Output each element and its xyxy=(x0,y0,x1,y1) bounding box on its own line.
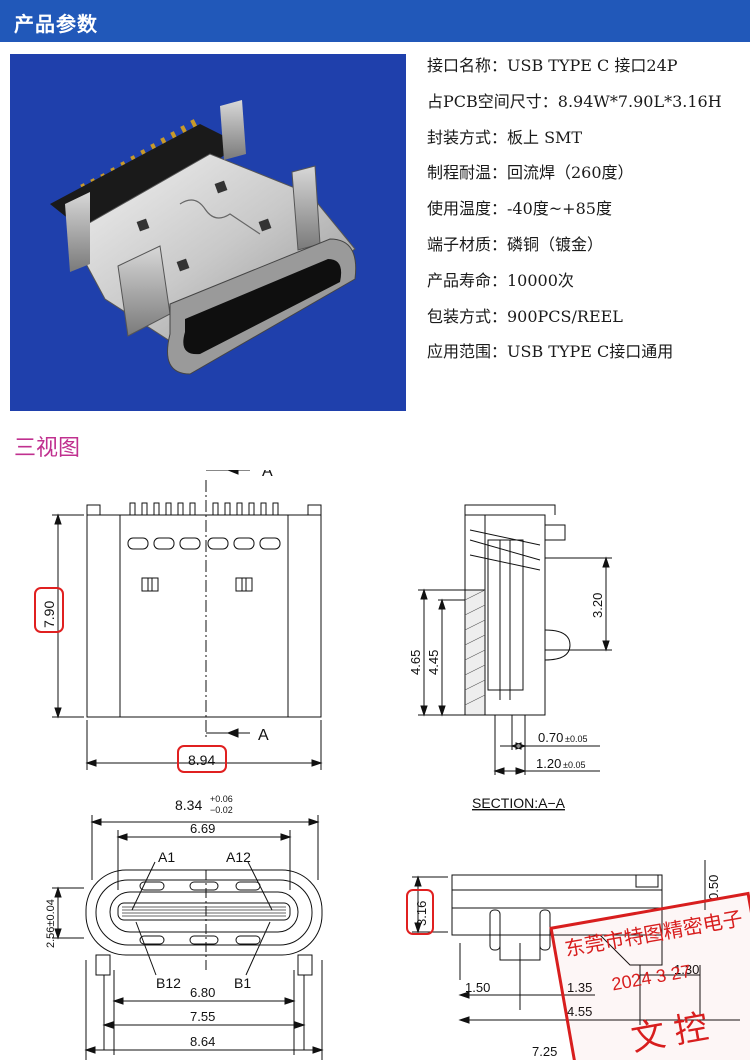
profile-view xyxy=(412,860,740,1025)
shell-window xyxy=(136,218,150,232)
shell-window xyxy=(176,258,190,272)
dim-7-25: 7.25 xyxy=(532,1044,557,1059)
spec-item: 使用温度：-40度~+85度 xyxy=(427,199,612,219)
dim-1-20: 1.20 xyxy=(536,756,561,771)
dim-8-64: 8.64 xyxy=(190,1034,215,1049)
highlight-width xyxy=(177,745,227,773)
product-photo xyxy=(10,54,406,411)
housing-body xyxy=(50,124,240,244)
spec-item: 包装方式：900PCS/REEL xyxy=(427,306,623,326)
label-a12: A12 xyxy=(226,849,251,865)
spec-item: 占PCB空间尺寸：8.94W*7.90L*3.16H xyxy=(427,91,722,111)
spec-item: 产品寿命：10000次 xyxy=(427,270,574,290)
tol-0-70: ±0.05 xyxy=(565,734,587,744)
tol-8-34-minus: −0.02 xyxy=(210,805,233,815)
front-view xyxy=(52,815,324,1060)
right-leg xyxy=(220,100,246,160)
port-opening xyxy=(183,259,342,355)
highlight-length xyxy=(34,587,64,633)
specs-list: 接口名称：USB TYPE C 接口24P 占PCB空间尺寸：8.94W*7.9… xyxy=(427,52,747,374)
dim-4-55: 4.55 xyxy=(567,1004,592,1019)
shell-window xyxy=(258,218,272,232)
side-view-hatch xyxy=(464,589,486,706)
shell-seam xyxy=(179,199,261,235)
dim-1-30: 1.30 xyxy=(674,962,699,977)
dim-4-65: 4.65 xyxy=(408,650,423,675)
left-leg xyxy=(65,192,90,272)
stamp-border xyxy=(549,891,750,1060)
dim-3-16: 3.16 xyxy=(414,901,429,926)
dim-1-35: 1.35 xyxy=(567,980,592,995)
label-b12: B12 xyxy=(156,975,181,991)
spec-item: 应用范围：USB TYPE C接口通用 xyxy=(427,342,674,362)
tol-1-20: ±0.05 xyxy=(563,760,585,770)
dim-4-45: 4.45 xyxy=(426,650,441,675)
dim-0-50: 0.50 xyxy=(706,875,721,900)
label-b1: B1 xyxy=(234,975,251,991)
spec-item: 端子材质：磷铜（镀金） xyxy=(427,234,604,254)
highlight-boxes xyxy=(34,587,434,935)
technical-drawings: A A 7.90 8.94 4.65 4.45 3.20 0.70 ±0.05 … xyxy=(34,470,750,1060)
section-header: 产品参数 xyxy=(0,0,750,42)
section-header-title: 产品参数 xyxy=(14,12,98,36)
spec-item: 接口名称：USB TYPE C 接口24P xyxy=(427,56,678,75)
spec-item: 制程耐温：回流焊（260度） xyxy=(427,163,634,183)
dim-3-20: 3.20 xyxy=(590,593,605,618)
dim-8-34: 8.34 xyxy=(175,797,202,813)
dim-width: 8.94 xyxy=(188,752,215,768)
shell-window xyxy=(214,180,228,194)
section-mark-bottom: A xyxy=(258,727,269,744)
top-view-pins xyxy=(129,502,279,516)
dim-6-80: 6.80 xyxy=(190,985,215,1000)
section-title: 三视图 xyxy=(14,436,81,461)
tol-8-34-plus: +0.06 xyxy=(210,794,233,804)
dim-length: 7.90 xyxy=(41,601,57,628)
side-view xyxy=(418,504,612,775)
section-label: SECTION:A−A xyxy=(472,795,566,811)
dim-2-56: 2.56±0.04 xyxy=(45,899,57,948)
dim-7-55: 7.55 xyxy=(190,1009,215,1024)
label-a1: A1 xyxy=(158,849,175,865)
top-view xyxy=(52,470,323,770)
front-view-contacts xyxy=(122,906,286,917)
section-mark-top: A xyxy=(262,470,273,480)
dim-1-50: 1.50 xyxy=(465,980,490,995)
company-stamp: 东莞市特图精密电子 2024 3 27 文 控 xyxy=(549,891,750,1060)
connector-illustration xyxy=(50,100,357,375)
dim-6-69: 6.69 xyxy=(190,821,215,836)
dim-0-70: 0.70 xyxy=(538,730,563,745)
highlight-height xyxy=(406,889,434,935)
spec-item: 封装方式：板上 SMT xyxy=(427,127,583,147)
